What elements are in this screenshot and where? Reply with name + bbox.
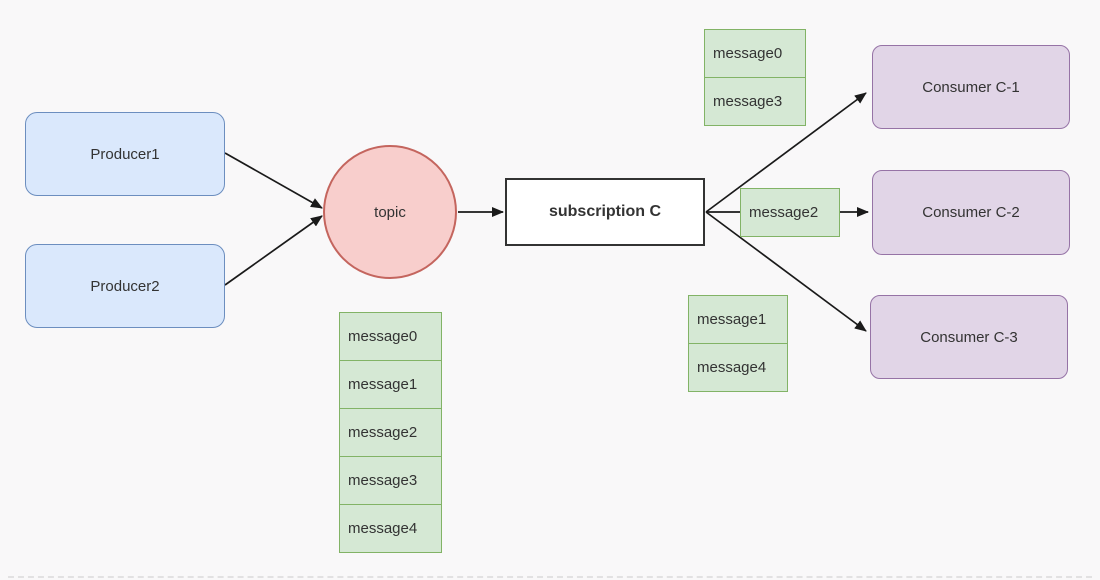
message-cell: message2 xyxy=(339,408,442,457)
message-cell: message0 xyxy=(704,29,806,78)
topic-node: topic xyxy=(323,145,457,279)
arrow-subscription-to-consumer1 xyxy=(705,92,867,213)
arrow-subscription-to-consumer3 xyxy=(705,211,867,332)
message-cell: message3 xyxy=(704,77,806,126)
consumer2-message-cell: message2 xyxy=(740,188,840,237)
message-cell: message1 xyxy=(688,295,788,344)
message-cell: message0 xyxy=(339,312,442,361)
producer2-node: Producer2 xyxy=(25,244,225,328)
message-cell: message4 xyxy=(339,504,442,553)
producer1-node: Producer1 xyxy=(25,112,225,196)
consumer-c1-node: Consumer C-1 xyxy=(872,45,1070,129)
bottom-edge-artifact xyxy=(8,576,1092,578)
arrow-producer2-to-topic xyxy=(224,215,323,286)
consumer3-message-stack: message1 message4 xyxy=(688,295,788,392)
arrow-producer1-to-topic xyxy=(224,152,323,209)
message-cell: message1 xyxy=(339,360,442,409)
consumer-c2-node: Consumer C-2 xyxy=(872,170,1070,255)
consumer1-message-stack: message0 message3 xyxy=(704,29,806,126)
message-cell: message3 xyxy=(339,456,442,505)
topic-backlog-stack: message0 message1 message2 message3 mess… xyxy=(339,312,442,553)
consumer-c3-node: Consumer C-3 xyxy=(870,295,1068,379)
message-cell: message4 xyxy=(688,343,788,392)
subscription-node: subscription C xyxy=(505,178,705,246)
